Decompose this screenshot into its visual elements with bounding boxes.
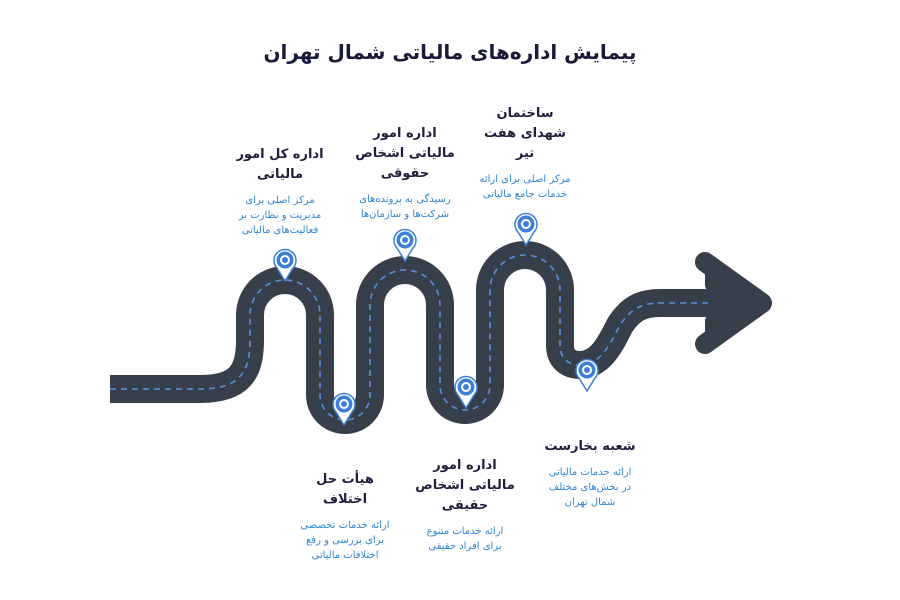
location-pin-icon <box>513 212 539 250</box>
stop-6-heading: شعبه بخارست <box>544 439 636 454</box>
location-pin-icon <box>331 392 357 430</box>
road-lane-markings <box>110 254 720 421</box>
location-pin-icon <box>574 358 600 396</box>
location-pin-icon <box>392 228 418 266</box>
road-body <box>110 241 720 434</box>
arrow-head-inner <box>695 252 772 354</box>
location-pin-icon <box>272 248 298 286</box>
diagram-title: پیمایش اداره‌های مالیاتی شمال تهران <box>263 40 637 64</box>
location-pin-icon <box>453 375 479 413</box>
